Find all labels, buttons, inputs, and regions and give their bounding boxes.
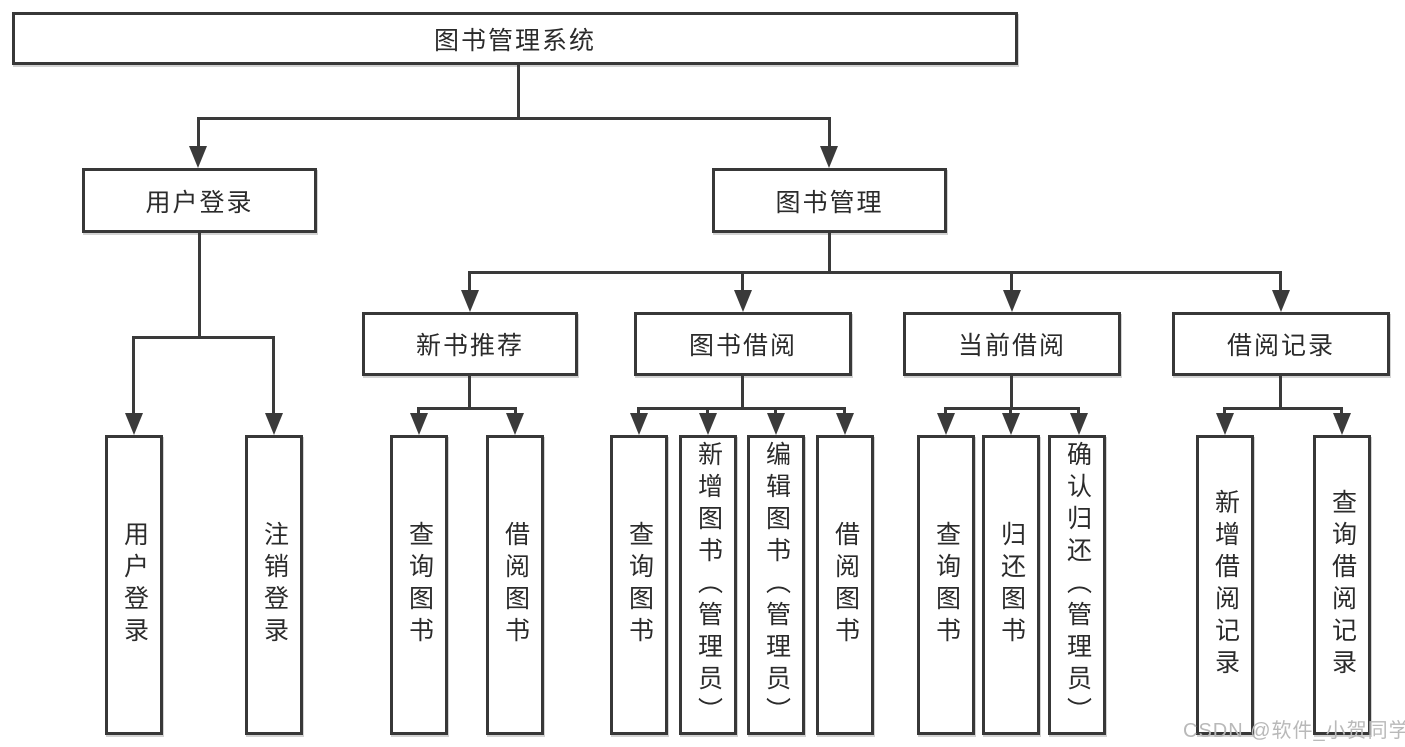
arrow-down-icon	[1070, 413, 1088, 435]
connector-line	[197, 117, 831, 120]
leaf-label: 查询图书	[932, 521, 961, 649]
arrow-down-icon	[699, 413, 717, 435]
connector-line	[1010, 271, 1013, 292]
leaf-label: 注销登录	[260, 521, 289, 649]
connector-line	[944, 407, 1080, 410]
leaf-confirm-return-admin: 确认归还（管理员）	[1048, 435, 1106, 735]
leaf-logout: 注销登录	[245, 435, 303, 735]
leaf-label: 确认归还（管理员）	[1063, 441, 1092, 729]
arrow-down-icon	[1003, 290, 1021, 312]
node-current-borrow: 当前借阅	[903, 312, 1121, 376]
leaf-borrow-book-1: 借阅图书	[486, 435, 544, 735]
leaf-edit-book-admin: 编辑图书（管理员）	[747, 435, 805, 735]
leaf-label: 查询图书	[625, 521, 654, 649]
leaf-label: 查询借阅记录	[1328, 489, 1357, 681]
leaf-label: 编辑图书（管理员）	[762, 441, 791, 729]
leaf-add-book-admin: 新增图书（管理员）	[679, 435, 737, 735]
leaf-user-login: 用户登录	[105, 435, 163, 735]
arrow-down-icon	[410, 413, 428, 435]
arrow-down-icon	[506, 413, 524, 435]
connector-line	[272, 336, 275, 416]
arrow-down-icon	[265, 413, 283, 435]
leaf-label: 用户登录	[120, 521, 149, 649]
connector-line	[637, 407, 846, 410]
connector-line	[132, 336, 275, 339]
node-book-management: 图书管理	[712, 168, 947, 233]
connector-line	[197, 117, 200, 150]
connector-line	[468, 271, 471, 292]
leaf-label: 查询图书	[405, 521, 434, 649]
arrow-down-icon	[767, 413, 785, 435]
node-new-book-recommend: 新书推荐	[362, 312, 578, 376]
node-book-borrow: 图书借阅	[634, 312, 852, 376]
leaf-return-book: 归还图书	[982, 435, 1040, 735]
connector-line	[828, 233, 831, 274]
connector-line	[741, 271, 744, 292]
arrow-down-icon	[820, 146, 838, 168]
node-user-login: 用户登录	[82, 168, 317, 233]
connector-line	[198, 233, 201, 339]
arrow-down-icon	[836, 413, 854, 435]
arrow-down-icon	[125, 413, 143, 435]
connector-line	[417, 407, 517, 410]
connector-line	[1010, 376, 1013, 410]
arrow-down-icon	[1002, 413, 1020, 435]
csdn-watermark: CSDN @软件_小贺同学	[1183, 720, 1405, 742]
arrow-down-icon	[630, 413, 648, 435]
arrow-down-icon	[189, 146, 207, 168]
leaf-label: 借阅图书	[831, 521, 860, 649]
leaf-query-book-2: 查询图书	[610, 435, 668, 735]
node-borrow-records: 借阅记录	[1172, 312, 1390, 376]
arrow-down-icon	[1272, 290, 1290, 312]
leaf-label: 借阅图书	[501, 521, 530, 649]
connector-line	[1279, 376, 1282, 410]
arrow-down-icon	[1216, 413, 1234, 435]
arrow-down-icon	[937, 413, 955, 435]
leaf-query-book-3: 查询图书	[917, 435, 975, 735]
leaf-borrow-book-2: 借阅图书	[816, 435, 874, 735]
connector-line	[741, 376, 744, 410]
node-root: 图书管理系统	[12, 12, 1018, 65]
arrow-down-icon	[734, 290, 752, 312]
leaf-query-book-1: 查询图书	[390, 435, 448, 735]
connector-line	[468, 376, 471, 410]
connector-line	[1279, 271, 1282, 292]
connector-line	[517, 65, 520, 118]
leaf-label: 新增图书（管理员）	[694, 441, 723, 729]
leaf-add-borrow-record: 新增借阅记录	[1196, 435, 1254, 735]
connector-line	[132, 336, 135, 416]
connector-line	[828, 117, 831, 150]
leaf-label: 归还图书	[997, 521, 1026, 649]
arrow-down-icon	[461, 290, 479, 312]
arrow-down-icon	[1333, 413, 1351, 435]
connector-line	[1223, 407, 1343, 410]
leaf-query-borrow-record: 查询借阅记录	[1313, 435, 1371, 735]
leaf-label: 新增借阅记录	[1211, 489, 1240, 681]
connector-line	[468, 271, 1282, 274]
